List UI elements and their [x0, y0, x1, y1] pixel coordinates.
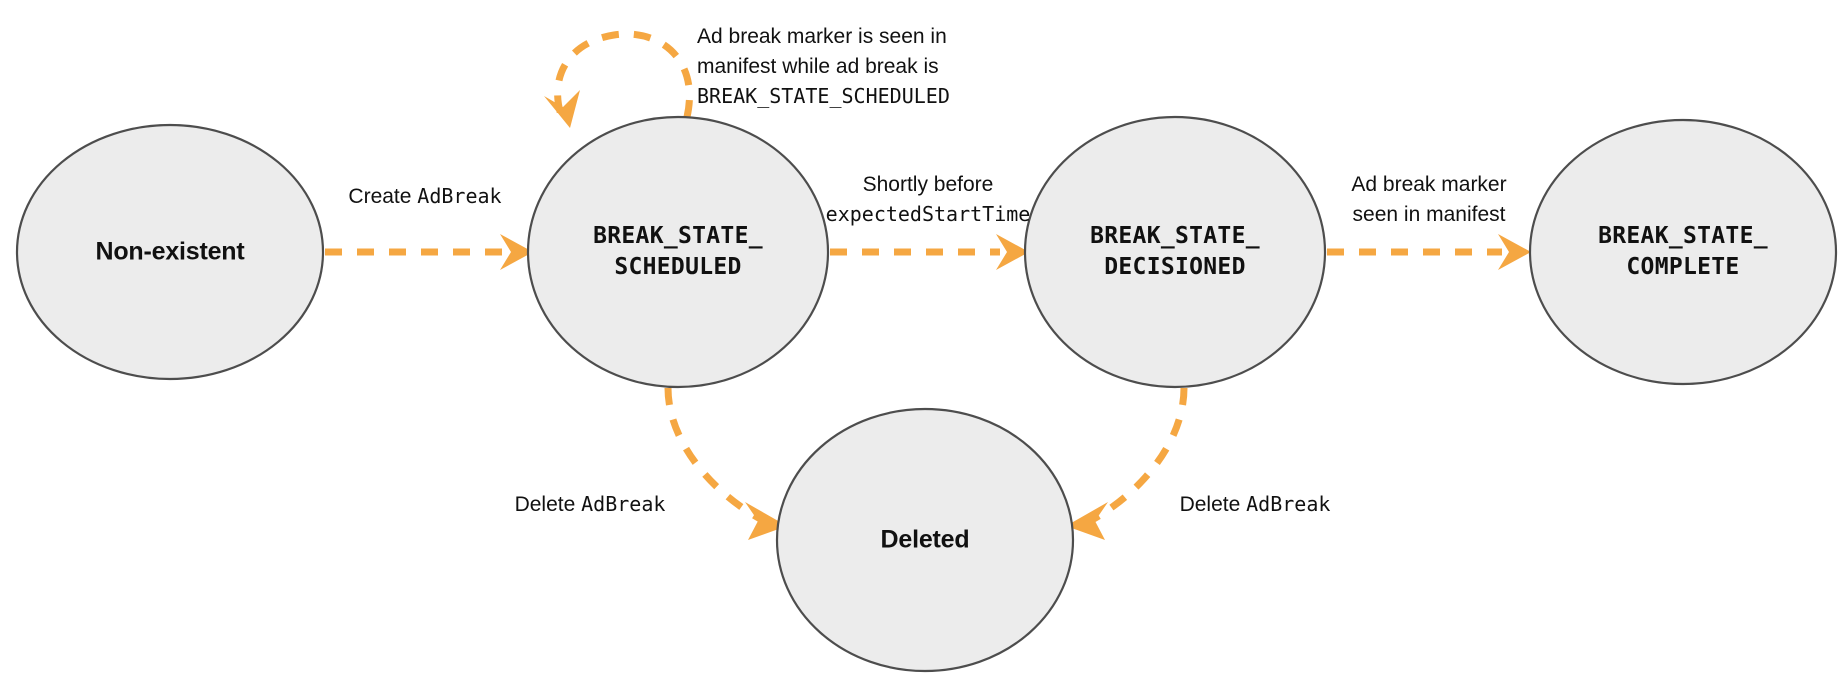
edge-delete-from-decisioned[interactable]	[1066, 387, 1188, 540]
node-break-state-scheduled[interactable]	[526, 115, 830, 389]
edge-shortly-before[interactable]	[830, 234, 1029, 270]
edge-create-adbreak[interactable]	[325, 234, 533, 270]
node-layer	[15, 115, 1838, 673]
edge-marker-seen-in-manifest[interactable]	[1327, 234, 1531, 270]
node-break-state-decisioned[interactable]	[1023, 115, 1327, 389]
edge-layer	[325, 30, 1531, 540]
node-non-existent[interactable]	[15, 123, 325, 381]
node-deleted[interactable]	[775, 407, 1075, 673]
node-break-state-complete[interactable]	[1528, 118, 1838, 386]
edge-self-loop-scheduled[interactable]	[544, 30, 693, 128]
edge-delete-from-scheduled[interactable]	[664, 387, 787, 540]
